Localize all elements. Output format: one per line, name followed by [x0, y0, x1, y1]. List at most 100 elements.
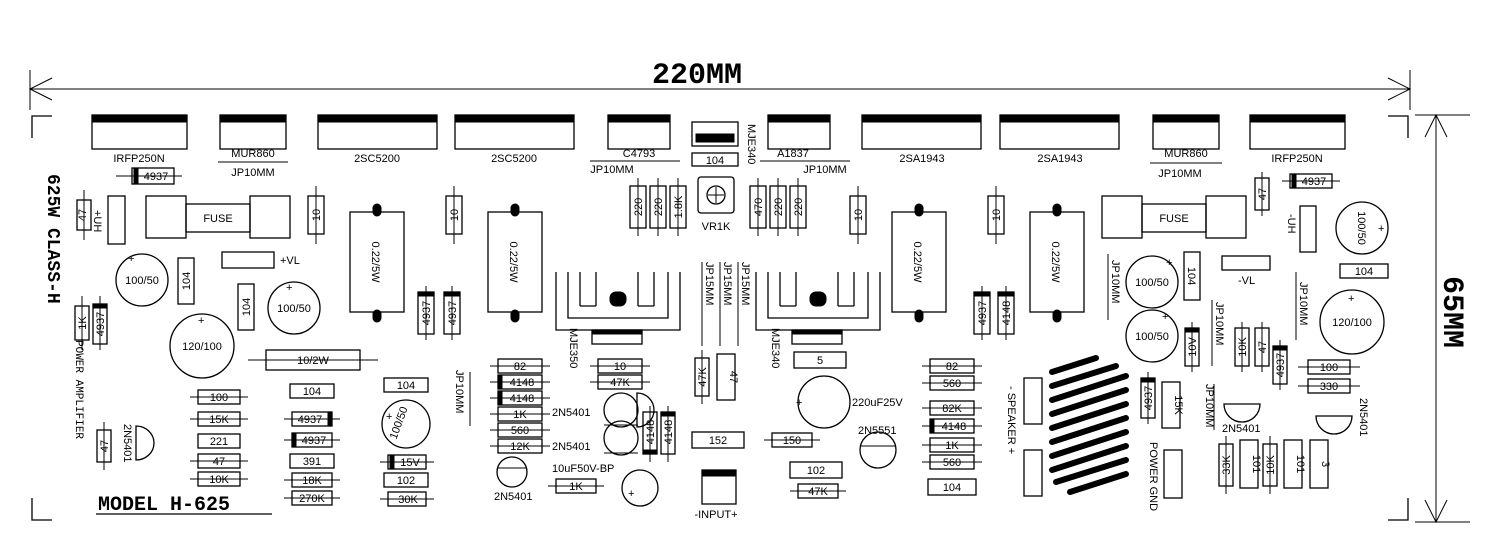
diode: 4937	[116, 167, 182, 185]
svg-text:+: +	[628, 488, 634, 500]
transistor-label: 2N5551	[858, 425, 897, 437]
small-transistor: 2N5401	[552, 392, 655, 428]
emitter-resistor: 0.22/5W	[891, 203, 947, 323]
diode: 4937	[417, 286, 435, 340]
cap-label: 100/50	[1135, 277, 1169, 289]
resistor-label: 220	[633, 198, 645, 216]
driver-label: MJE350	[567, 328, 579, 368]
driver-label: MJE340	[769, 328, 781, 368]
rail-label: +UH	[91, 210, 103, 232]
svg-text:1K: 1K	[77, 316, 89, 330]
diode-label: 4937	[95, 312, 107, 336]
resistor: 47K	[694, 350, 710, 404]
resistor-label: 82	[946, 361, 958, 373]
svg-text:+: +	[1166, 257, 1172, 269]
resistor-label: 470	[753, 198, 765, 216]
transistor-label: C4793	[623, 148, 655, 160]
resistor-label: 1K	[569, 481, 583, 493]
model-label: MODEL H-625	[98, 494, 230, 517]
width-dimension: 220MM	[28, 59, 1412, 110]
resistor-label: 3	[1319, 461, 1331, 467]
jumper-label: JP10MM	[1203, 384, 1215, 427]
cap-label: 104	[1185, 267, 1197, 285]
resistor-label: 10	[311, 209, 323, 221]
cap-label: 104	[706, 155, 724, 167]
resistor-label: 82	[514, 361, 526, 373]
connector-label: POWER GND	[1147, 442, 1159, 511]
transistor-label: MUR860	[231, 148, 274, 160]
power-transistor: IRFP250N	[1249, 114, 1346, 165]
diode-label: 4937	[302, 435, 326, 447]
small-transistor: 2N5401	[1315, 398, 1369, 437]
cap-label: 104	[397, 380, 415, 392]
power-resistor: 10/2W	[248, 349, 378, 371]
power-transistor-row: IRFP250N MUR860 JP10MM 2SC5200 2SC5200 C…	[91, 114, 1346, 180]
svg-text:+: +	[1378, 223, 1384, 235]
svg-text:47: 47	[77, 209, 89, 221]
resistor-label: 1K	[945, 440, 959, 452]
transistor-label: 2SC5200	[354, 153, 400, 165]
resistor-label: 15K	[209, 414, 229, 426]
resistor-label: 47K	[808, 486, 828, 498]
cap-label: 100/50	[125, 275, 159, 287]
width-label: 220MM	[652, 59, 742, 93]
power-transistor: IRFP250N	[91, 114, 188, 165]
center-column: 104 + 100/50 15V 102 30K	[380, 377, 434, 507]
driver-column: 10 47K	[590, 358, 650, 390]
rail-uh-plus: 47 +UH	[76, 190, 126, 245]
input-connector: -INPUT+	[694, 469, 738, 521]
small-transistor: 2N5401	[494, 456, 533, 503]
resistor-label: 10	[853, 209, 865, 221]
svg-text:+: +	[128, 253, 134, 265]
jumper-label: JP10MM	[1297, 282, 1309, 325]
diode: 4937	[92, 296, 108, 350]
svg-text:+: +	[796, 397, 802, 409]
resistor-label: 10	[449, 209, 461, 221]
power-transistor: MUR860 JP10MM	[218, 114, 288, 179]
jumper-label: JP10MM	[1109, 260, 1121, 303]
small-transistor: 2N5401	[552, 420, 639, 456]
resistor: 47	[716, 353, 739, 401]
center-left-column: 104 4937 4937 391 18K 270K	[284, 383, 340, 506]
heatsink-right: MJE340	[755, 272, 881, 368]
power-transistor: 2SA1943	[999, 114, 1120, 165]
height-label: 65MM	[1434, 276, 1468, 348]
svg-text:47: 47	[1257, 188, 1269, 200]
jumper-label: JP15MM	[739, 262, 751, 305]
resistor-label: 5	[817, 355, 823, 367]
rail-label: -VL	[1238, 275, 1255, 287]
resistor-label: 33K	[1221, 455, 1233, 475]
jumper-label: JP10MM	[231, 167, 274, 179]
fuse: FUSE	[145, 195, 291, 239]
diode-label: 4937	[977, 301, 989, 325]
diode-label: 4148	[510, 377, 534, 389]
right-column: 82 560 82K 4148 1K 560 104	[922, 358, 982, 496]
transistor-label: 2SA1943	[899, 153, 944, 165]
height-dimension: 65MM	[1415, 113, 1470, 524]
fuse: FUSE	[1101, 195, 1247, 239]
power-transistor: MUR860 JP10MM	[1150, 114, 1222, 180]
cap-small: 104	[237, 283, 255, 331]
diode-label: 4937	[1275, 353, 1287, 377]
cap-label: 152	[709, 435, 727, 447]
far-right-resistors: 100 330	[1298, 359, 1360, 394]
resistor-label: 0.22/5W	[1049, 242, 1061, 284]
resistor-label: 10	[614, 361, 626, 373]
cap-label: 104	[241, 298, 253, 316]
diode-label: 4148	[645, 420, 657, 444]
emitter-resistor: 0.22/5W	[487, 203, 543, 323]
jumper-label: JP10MM	[590, 164, 633, 176]
small-transistor: 2N5401 47	[96, 422, 155, 470]
diode: 4148	[660, 406, 676, 462]
diode: 4148	[997, 286, 1015, 340]
resistor-label: 12K	[510, 441, 530, 453]
diode: 4937	[973, 286, 991, 340]
power-transistor: A1837 JP10MM	[760, 114, 850, 176]
resistor-label: 30K	[398, 494, 418, 506]
capacitor: + 100/50	[115, 253, 169, 307]
speaker-connector: - SPEAKER +	[1005, 377, 1043, 497]
svg-text:4937: 4937	[1302, 176, 1326, 188]
transistor-label: A1837	[777, 148, 809, 160]
diode-label: 4937	[447, 301, 459, 325]
emitter-resistor: 0.22/5W	[1029, 203, 1085, 323]
